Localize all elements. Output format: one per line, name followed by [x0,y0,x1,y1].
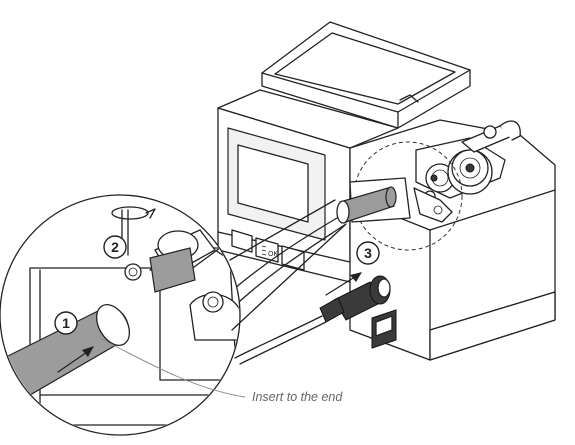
cable-connector [234,275,391,365]
step-marker-1: 1 [54,311,78,335]
step-number-2: 2 [111,239,119,255]
magnified-view [0,194,346,436]
step-marker-3: 3 [356,241,380,265]
step-number-1: 1 [62,315,70,331]
svg-text:OK: OK [268,251,278,258]
caption-insert-to-the-end: Insert to the end [252,390,343,404]
step-marker-2: 2 [103,235,127,259]
insert-arrow-icon [57,346,94,373]
insert-callout: Insert to the end [99,337,343,404]
step-number-3: 3 [364,245,372,261]
connect-arrow-icon [325,272,362,296]
roller-assembly [353,120,521,251]
hose-inlet [214,177,411,313]
